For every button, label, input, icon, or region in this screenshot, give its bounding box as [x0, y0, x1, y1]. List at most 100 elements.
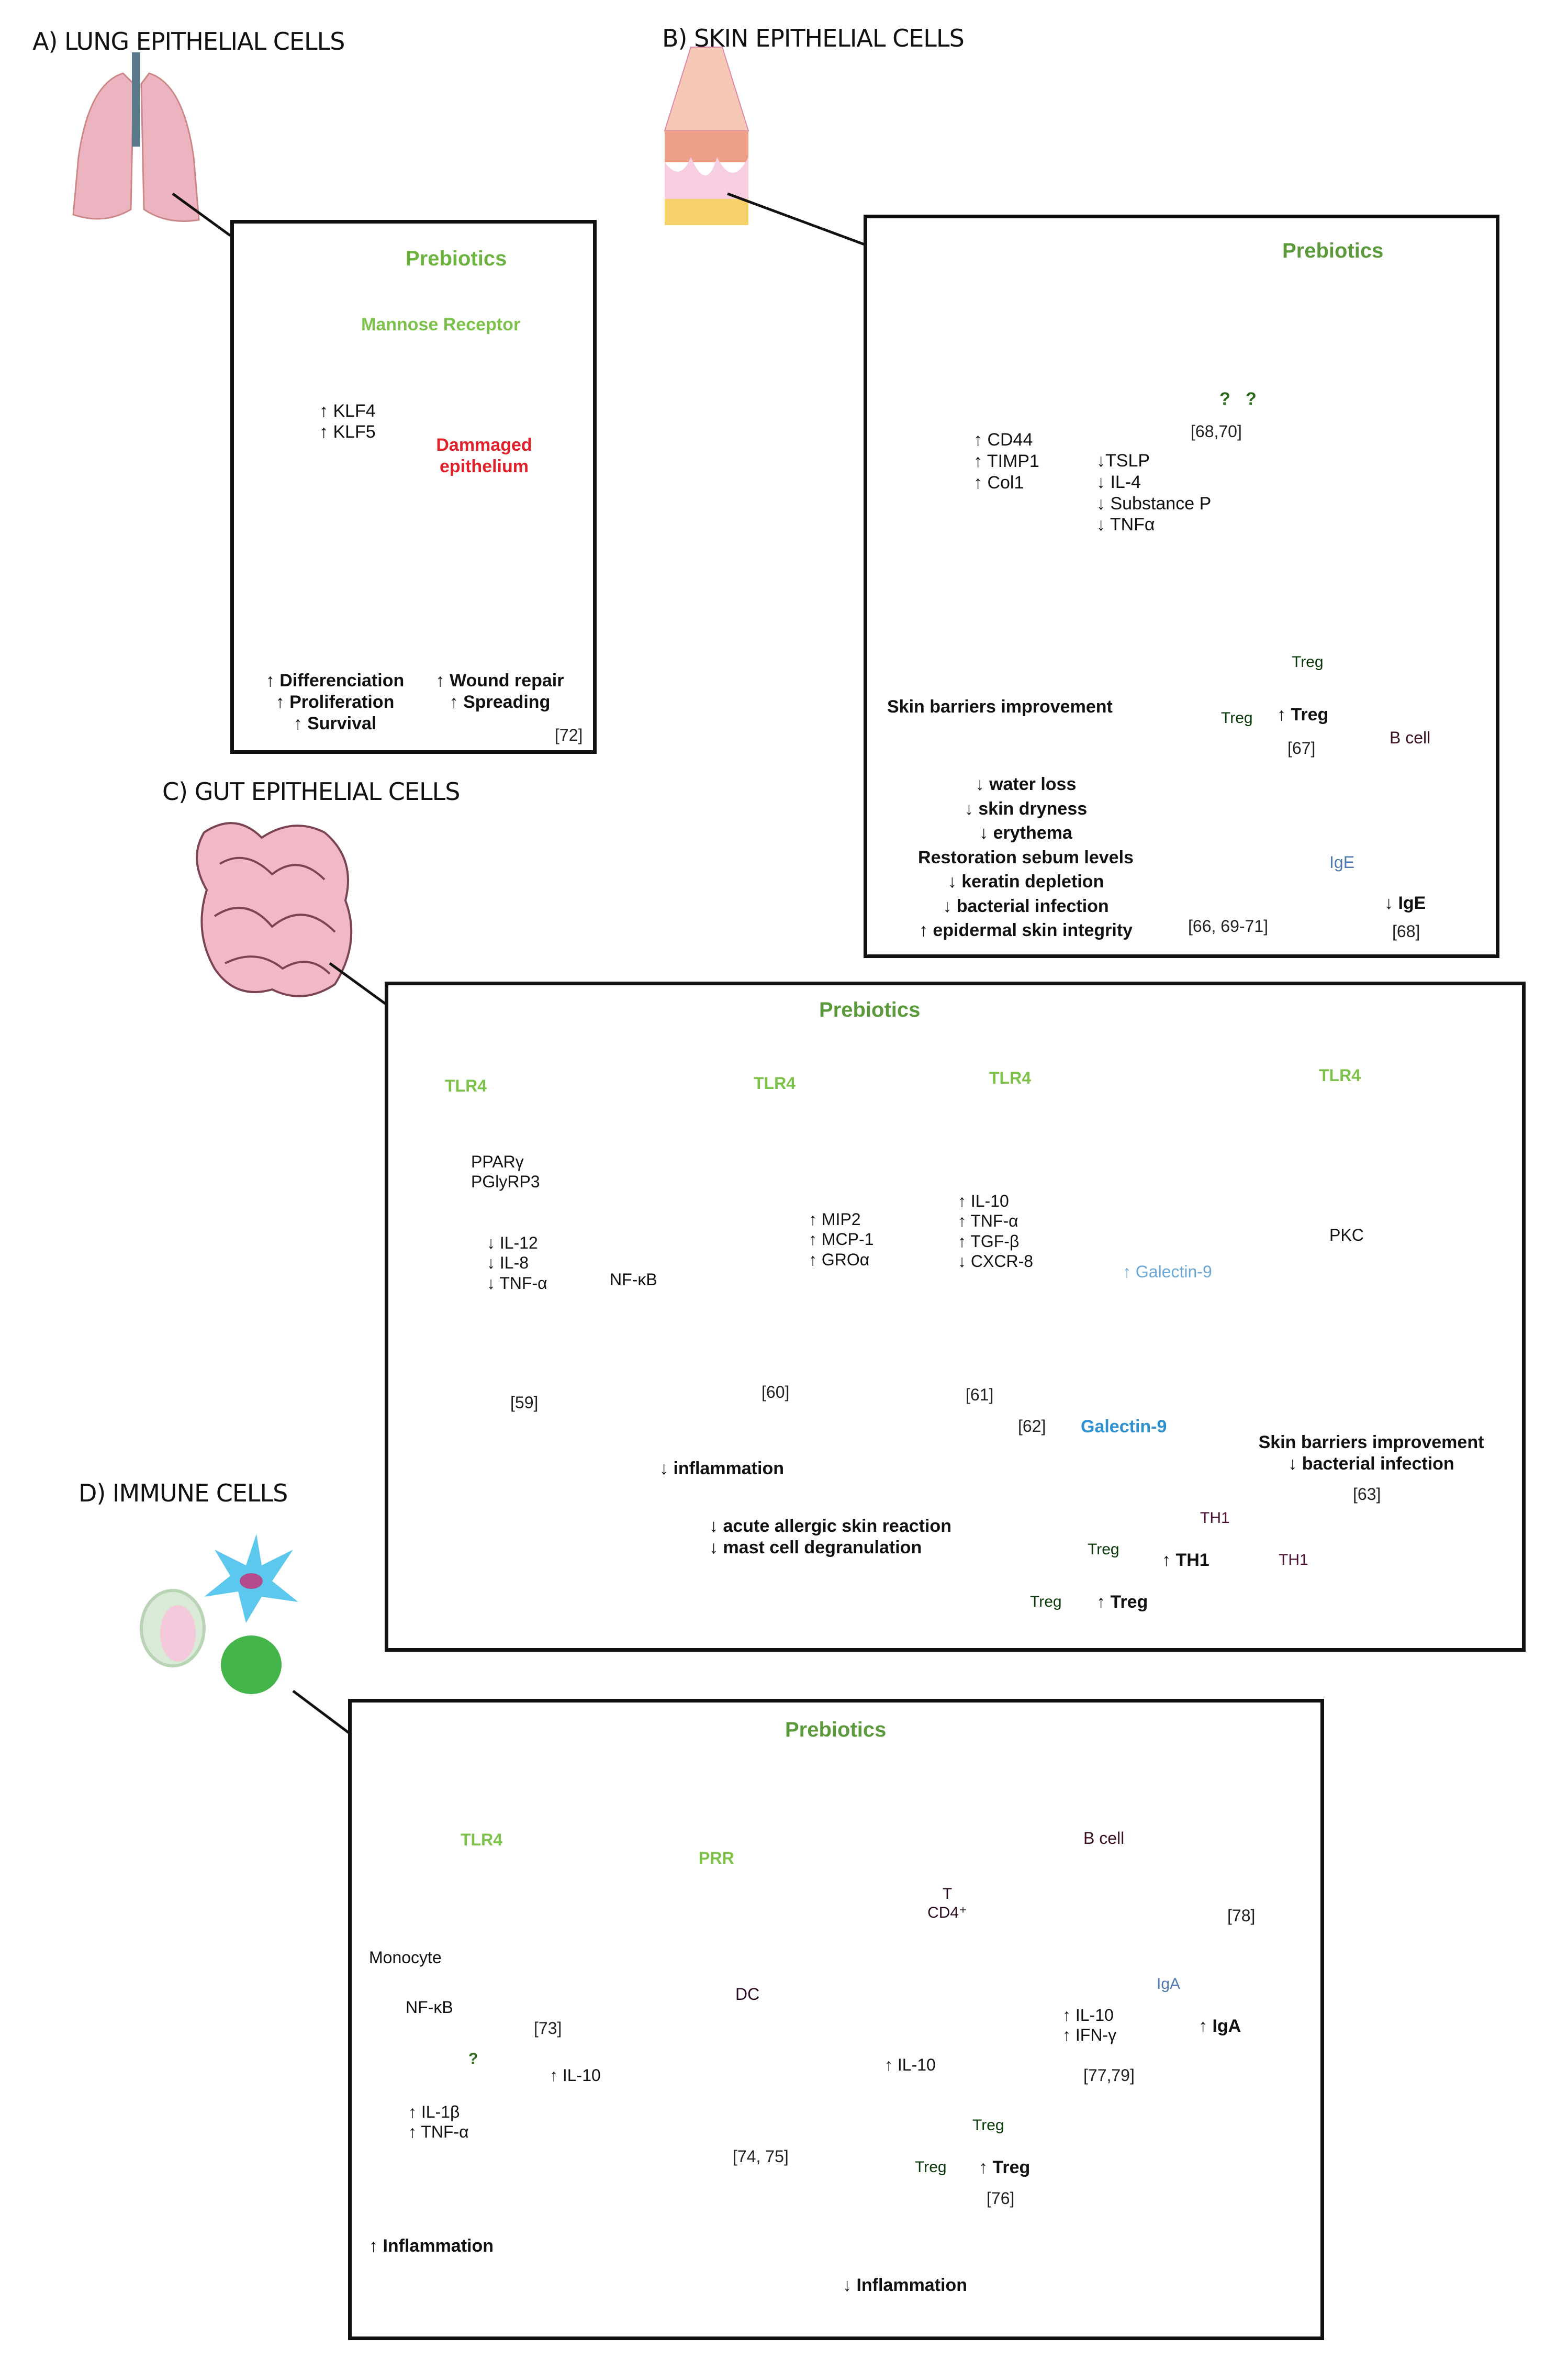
effect-mast-cell: ↓ mast cell degranulation	[709, 1537, 922, 1557]
tlr4-label: TLR4	[461, 1830, 502, 1849]
chemokine-mcp1: ↑ MCP-1	[809, 1230, 874, 1249]
tcell-cytokines: ↑ IL-10 ↑ IFN-γ	[1062, 2005, 1116, 2045]
treg-cell: Treg	[972, 2117, 1004, 2134]
skin-cell-2-genes: ↓TSLP ↓ IL-4 ↓ Substance P ↓ TNFα	[1096, 450, 1211, 536]
outcome-survival: ↑ Survival	[293, 713, 377, 733]
gut-cell-1-receptors: PPARγ PGlyRP3	[471, 1152, 540, 1192]
gene-il4: ↓ IL-4	[1096, 472, 1141, 492]
outcome-differenciation: ↑ Differenciation	[265, 671, 405, 691]
damaged-line-2: epithelium	[439, 456, 529, 476]
ref-62: [62]	[1018, 1417, 1046, 1436]
ref-60: [60]	[761, 1383, 790, 1401]
cytokine-il12: ↓ IL-12	[487, 1233, 538, 1252]
tlr4-label: TLR4	[445, 1076, 487, 1095]
effect-bacterial-infection: ↓ bacterial infection	[1288, 1453, 1454, 1474]
il10-dc: ↑ IL-10	[884, 2055, 936, 2074]
gene-substance-p: ↓ Substance P	[1096, 493, 1212, 514]
panel-a-title: A) LUNG EPITHELIAL CELLS	[32, 27, 345, 55]
pglyrp3: PGlyRP3	[471, 1172, 540, 1192]
treg-increase: ↑ Treg	[1277, 705, 1329, 725]
lung-icon	[72, 52, 231, 237]
prebiotics-label: Prebiotics	[406, 247, 507, 270]
ref-76: [76]	[987, 2189, 1015, 2208]
pkc-label: PKC	[1329, 1226, 1364, 1244]
unknown-receptor-1: ?	[1219, 389, 1230, 409]
immune-cells-icon	[140, 1534, 357, 1739]
effect-bacterial: ↓ bacterial infection	[943, 896, 1109, 916]
lung-outcomes-left: ↑ Differenciation ↑ Proliferation ↑ Surv…	[251, 670, 419, 734]
gut-cell-1-cytokines: ↓ IL-12 ↓ IL-8 ↓ TNF-α	[487, 1233, 547, 1293]
gene-tnfa: ↓ TNFα	[1096, 515, 1155, 535]
skin-barrier-effects: ↓ water loss ↓ skin dryness ↓ erythema R…	[884, 772, 1167, 943]
skin-cell-1-genes: ↑ CD44 ↑ TIMP1 ↑ Col1	[973, 429, 1039, 493]
panel-c-box	[385, 982, 1526, 1652]
prebiotics-label: Prebiotics	[819, 998, 921, 1021]
cytokine-tgfb: ↑ TGF-β	[958, 1231, 1020, 1251]
cytokine-il10: ↑ IL-10	[1062, 2006, 1114, 2024]
cytokine-ifng: ↑ IFN-γ	[1062, 2026, 1117, 2045]
th1-cell: TH1	[1200, 1509, 1230, 1527]
panel-d-title: D) IMMUNE CELLS	[79, 1479, 288, 1507]
cytokine-il10: ↑ IL-10	[958, 1192, 1009, 1210]
treg-cell: Treg	[1088, 1541, 1119, 1558]
gene-timp1: ↑ TIMP1	[973, 451, 1039, 471]
b-cell: B cell	[1390, 728, 1431, 747]
cytokine-tnfa: ↓ TNF-α	[487, 1273, 547, 1293]
ref-63: [63]	[1353, 1485, 1381, 1504]
outcome-wound-repair: ↑ Wound repair	[435, 671, 564, 691]
panel-b-title: B) SKIN EPITHELIAL CELLS	[662, 24, 965, 52]
intestine-icon	[196, 822, 388, 1007]
ige-label: IgE	[1329, 853, 1355, 872]
damaged-epithelium-label: Dammaged epithelium	[434, 435, 534, 477]
treg-cell: Treg	[1292, 653, 1324, 671]
gene-tslp: ↓TSLP	[1096, 451, 1150, 471]
outcome-spreading: ↑ Spreading	[449, 692, 551, 712]
treg-cell: Treg	[915, 2158, 947, 2176]
iga-label: IgA	[1157, 1975, 1181, 1993]
th1-cell: TH1	[1279, 1551, 1308, 1568]
treg-increase: ↑ Treg	[1096, 1592, 1148, 1612]
ref-78: [78]	[1227, 1906, 1256, 1925]
gut-cell-3-chemokines: ↑ MIP2 ↑ MCP-1 ↑ GROα	[809, 1209, 873, 1270]
ref-61: [61]	[966, 1385, 994, 1404]
mannose-receptor-label: Mannose Receptor	[361, 315, 521, 335]
monocyte-label: Monocyte	[369, 1948, 442, 1967]
ref-68: [68]	[1392, 922, 1420, 941]
panel-a-box	[230, 220, 597, 754]
treg-cell: Treg	[1221, 709, 1253, 727]
receptor-cxcr8: ↓ CXCR-8	[958, 1252, 1034, 1271]
unknown-receptor-2: ?	[1246, 389, 1257, 409]
iga-increase: ↑ IgA	[1199, 2016, 1241, 2036]
unknown-pathway: ?	[468, 2050, 478, 2067]
effect-skin-barrier: Skin barriers improvement	[1258, 1432, 1484, 1452]
cytokine-tnfa: ↑ TNF-α	[408, 2122, 469, 2142]
effect-sebum: Restoration sebum levels	[918, 847, 1134, 867]
nfkb-label: NF-κB	[610, 1270, 657, 1289]
cd4-label: CD4⁺	[927, 1904, 967, 1921]
gut-cell-4-cytokines: ↑ IL-10 ↑ TNF-α ↑ TGF-β ↓ CXCR-8	[958, 1191, 1033, 1272]
gene-klf4: ↑ KLF4	[319, 401, 376, 421]
ref-77-79: [77,79]	[1083, 2066, 1135, 2085]
cytokine-tnfa: ↑ TNF-α	[958, 1211, 1018, 1231]
ref-72: [72]	[555, 726, 583, 744]
tlr4-label: TLR4	[754, 1074, 796, 1093]
dc-label: DC	[735, 1985, 760, 2004]
prr-label: PRR	[699, 1849, 734, 1867]
effect-water-loss: ↓ water loss	[975, 774, 1077, 794]
cytokine-il1b: ↑ IL-1β	[408, 2102, 460, 2121]
nfkb-label: NF-κB	[406, 1998, 453, 2017]
effect-erythema: ↓ erythema	[979, 823, 1072, 843]
cytokine-il8: ↓ IL-8	[487, 1253, 529, 1273]
gene-cd44: ↑ CD44	[973, 430, 1033, 450]
ige-decrease: ↓ IgE	[1384, 893, 1426, 913]
inflammation-decrease: ↓ inflammation	[659, 1459, 785, 1478]
gene-col1: ↑ Col1	[973, 472, 1024, 493]
gut-barrier-effects: Skin barriers improvement ↓ bacterial in…	[1240, 1432, 1502, 1475]
panel-d-box	[348, 1699, 1324, 2340]
th1-increase: ↑ TH1	[1162, 1550, 1209, 1570]
il10-monocyte: ↑ IL-10	[550, 2066, 601, 2085]
skin-icon	[664, 47, 869, 248]
prebiotics-label: Prebiotics	[785, 1718, 887, 1741]
treg-cell: Treg	[1030, 1593, 1062, 1610]
galectin-9-label: Galectin-9	[1081, 1417, 1167, 1437]
